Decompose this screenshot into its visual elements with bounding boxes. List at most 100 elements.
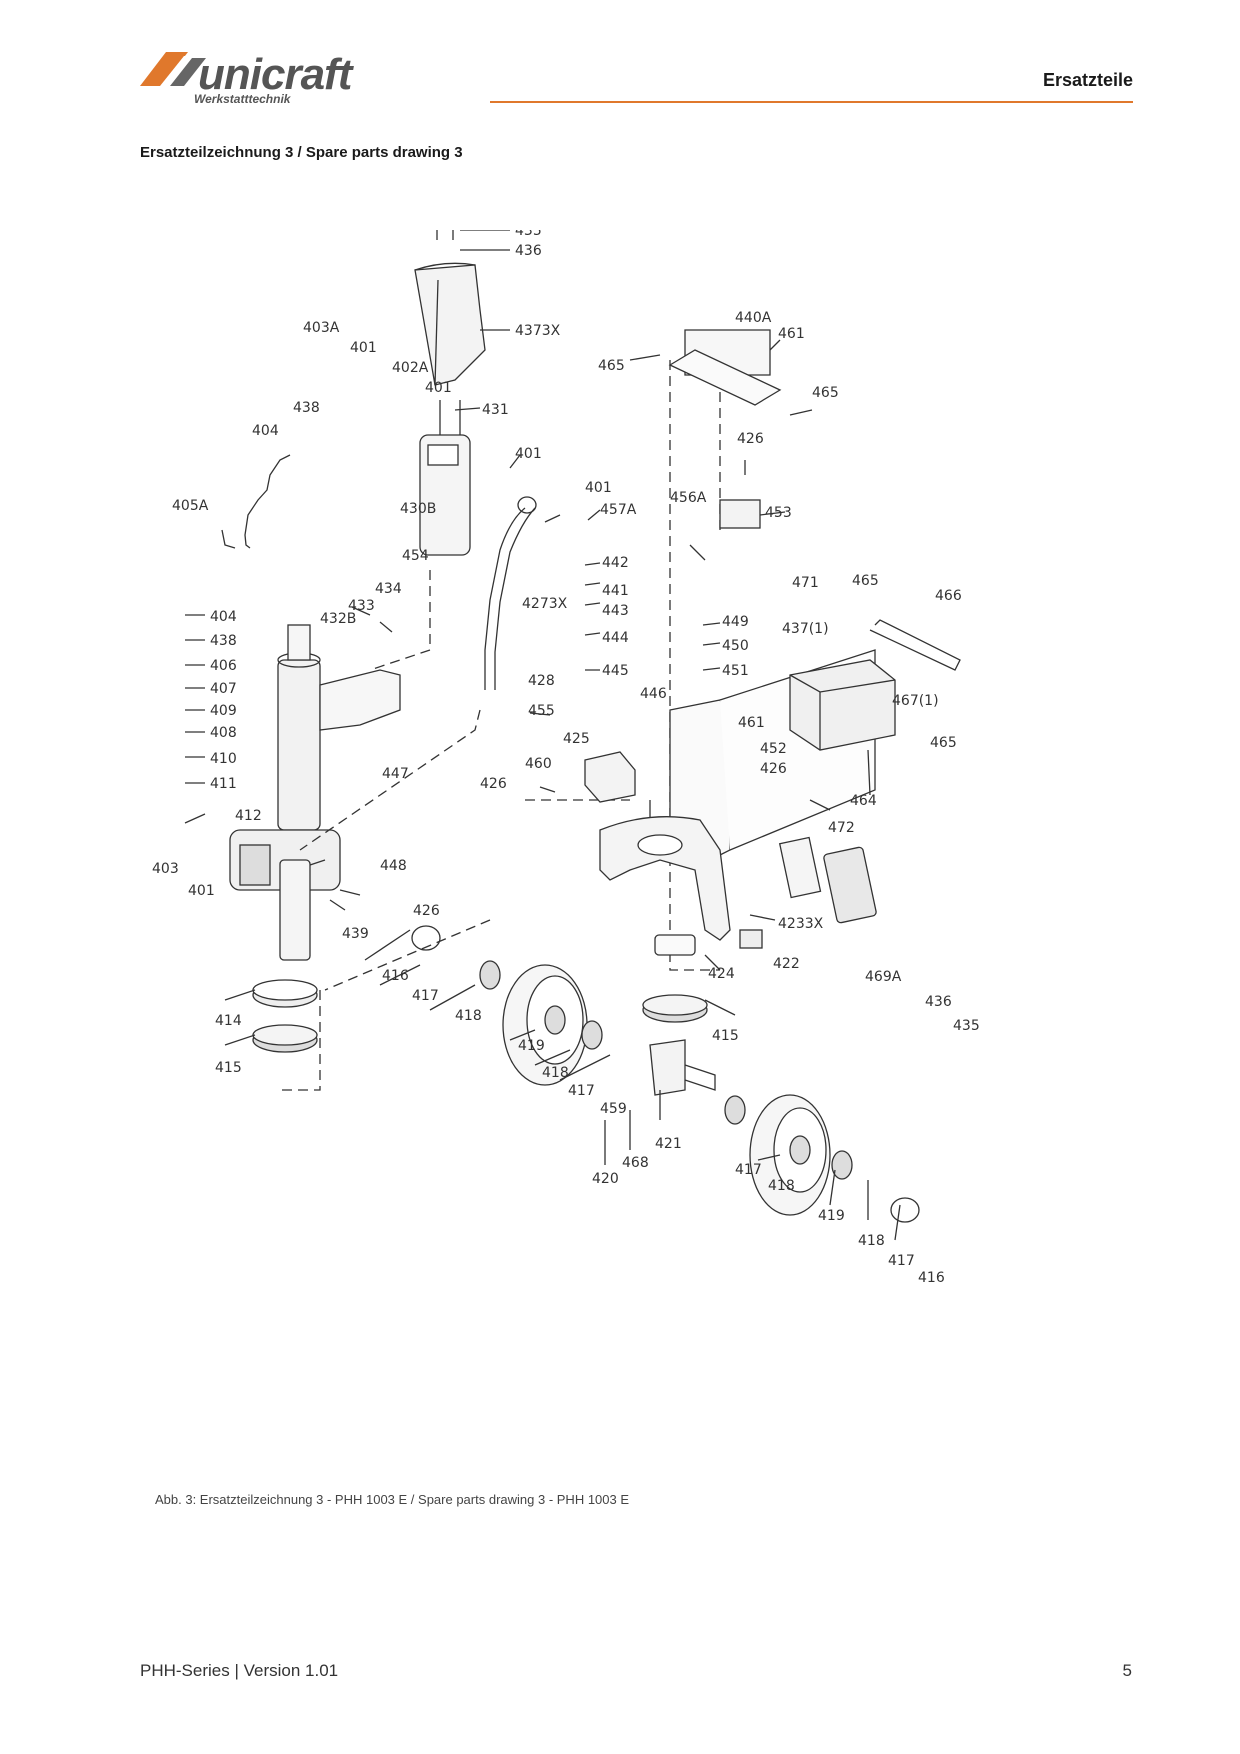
brand-logo: unicraft Werkstatttechnik bbox=[140, 48, 380, 108]
part-label-426: 426 bbox=[737, 431, 764, 447]
part-label-435: 435 bbox=[953, 1018, 980, 1034]
brand-name: unicraft bbox=[198, 50, 352, 99]
brand-tagline: Werkstatttechnik bbox=[194, 92, 291, 106]
part-label-412: 412 bbox=[235, 808, 262, 824]
part-label-418: 418 bbox=[455, 1008, 482, 1024]
part-label-424: 424 bbox=[708, 966, 735, 982]
part-label-415: 415 bbox=[712, 1028, 739, 1044]
drawing-title: Ersatzteilzeichnung 3 / Spare parts draw… bbox=[140, 144, 463, 161]
header-divider bbox=[490, 101, 1133, 103]
part-label-417: 417 bbox=[888, 1253, 915, 1269]
part-label-438: 438 bbox=[210, 633, 237, 649]
part-label-438: 438 bbox=[293, 400, 320, 416]
part-label-407: 407 bbox=[210, 681, 237, 697]
part-label-4233X: 4233X bbox=[778, 916, 824, 932]
part-label-461: 461 bbox=[778, 326, 805, 342]
part-label-437-1: 437(1) bbox=[782, 621, 829, 637]
part-label-410: 410 bbox=[210, 751, 237, 767]
part-label-447: 447 bbox=[382, 766, 409, 782]
part-label-401: 401 bbox=[585, 480, 612, 496]
part-label-419: 419 bbox=[818, 1208, 845, 1224]
part-label-439: 439 bbox=[342, 926, 369, 942]
page-number: 5 bbox=[1122, 1661, 1132, 1680]
part-label-441: 441 bbox=[602, 583, 629, 599]
section-title: Ersatzteile bbox=[1042, 70, 1133, 90]
part-label-457A: 457A bbox=[600, 502, 637, 518]
part-label-426: 426 bbox=[413, 903, 440, 919]
part-label-431: 431 bbox=[482, 402, 509, 418]
part-label-4373X: 4373X bbox=[515, 323, 561, 339]
part-label-469A: 469A bbox=[865, 969, 902, 985]
part-label-452: 452 bbox=[760, 741, 787, 757]
part-label-417: 417 bbox=[568, 1083, 595, 1099]
part-label-4273X: 4273X bbox=[522, 596, 568, 612]
part-label-444: 444 bbox=[602, 630, 629, 646]
footer-version: PHH-Series | Version 1.01 bbox=[140, 1661, 339, 1680]
part-label-451: 451 bbox=[722, 663, 749, 679]
part-label-435: 435 bbox=[515, 230, 542, 239]
part-label-445: 445 bbox=[602, 663, 629, 679]
part-label-432B: 432B bbox=[320, 611, 356, 627]
part-label-472: 472 bbox=[828, 820, 855, 836]
part-label-448: 448 bbox=[380, 858, 407, 874]
figure-caption: Abb. 3: Ersatzteilzeichnung 3 - PHH 1003… bbox=[155, 1492, 630, 1507]
part-label-404: 404 bbox=[252, 423, 279, 439]
part-label-461: 461 bbox=[738, 715, 765, 731]
part-label-454: 454 bbox=[402, 548, 429, 564]
part-label-420: 421 bbox=[655, 1136, 682, 1152]
part-label-434: 434 bbox=[375, 581, 402, 597]
part-label-401: 401 bbox=[515, 446, 542, 462]
part-label-426: 426 bbox=[760, 761, 787, 777]
part-label-417: 417 bbox=[735, 1162, 762, 1178]
part-label-464: 464 bbox=[850, 793, 877, 809]
part-label-415: 415 bbox=[215, 1060, 242, 1076]
part-label-465: 465 bbox=[852, 573, 879, 589]
part-label-418: 418 bbox=[858, 1233, 885, 1249]
part-label-421: 420 bbox=[592, 1171, 619, 1187]
part-label-425: 425 bbox=[563, 731, 590, 747]
unicraft-logo-icon bbox=[140, 52, 206, 86]
part-label-419: 419 bbox=[518, 1038, 545, 1054]
part-label-433: 433 bbox=[348, 598, 375, 614]
part-label-416: 416 bbox=[382, 968, 409, 984]
part-label-471: 471 bbox=[792, 575, 819, 591]
part-label-428: 428 bbox=[528, 673, 555, 689]
part-label-408: 408 bbox=[210, 725, 237, 741]
part-label-401: 401 bbox=[350, 340, 377, 356]
part-label-465: 465 bbox=[812, 385, 839, 401]
part-label-436: 436 bbox=[925, 994, 952, 1010]
part-label-409: 409 bbox=[210, 703, 237, 719]
part-label-401: 401 bbox=[188, 883, 215, 899]
part-label-456A: 456A bbox=[670, 490, 707, 506]
part-label-455: 455 bbox=[528, 703, 555, 719]
part-label-440A: 440A bbox=[735, 310, 772, 326]
part-label-403: 403 bbox=[152, 861, 179, 877]
part-label-443: 443 bbox=[602, 603, 629, 619]
part-label-465: 465 bbox=[930, 735, 957, 751]
part-label-467-1: 467(1) bbox=[892, 693, 939, 709]
part-label-418: 418 bbox=[768, 1178, 795, 1194]
part-label-406: 406 bbox=[210, 658, 237, 674]
part-label-411: 411 bbox=[210, 776, 237, 792]
part-label-417: 417 bbox=[412, 988, 439, 1004]
part-label-418: 418 bbox=[542, 1065, 569, 1081]
part-label-453: 453 bbox=[765, 505, 792, 521]
part-label-450: 450 bbox=[722, 638, 749, 654]
part-label-460: 460 bbox=[525, 756, 552, 772]
part-label-416: 416 bbox=[918, 1270, 945, 1286]
part-label-442: 442 bbox=[602, 555, 629, 571]
part-label-449: 449 bbox=[722, 614, 749, 630]
part-label-465: 465 bbox=[598, 358, 625, 374]
part-label-414: 414 bbox=[215, 1013, 242, 1029]
part-label-401: 401 bbox=[425, 380, 452, 396]
part-label-405A: 405A bbox=[172, 498, 209, 514]
part-label-466: 466 bbox=[935, 588, 962, 604]
part-label-403A: 403A bbox=[303, 320, 340, 336]
part-label-459: 459 bbox=[600, 1101, 627, 1117]
part-label-402A: 402A bbox=[392, 360, 429, 376]
part-label-422: 422 bbox=[773, 956, 800, 972]
part-label-436: 436 bbox=[515, 243, 542, 259]
part-label-430B: 430B bbox=[400, 501, 436, 517]
part-label-404: 404 bbox=[210, 609, 237, 625]
part-label-446: 446 bbox=[640, 686, 667, 702]
